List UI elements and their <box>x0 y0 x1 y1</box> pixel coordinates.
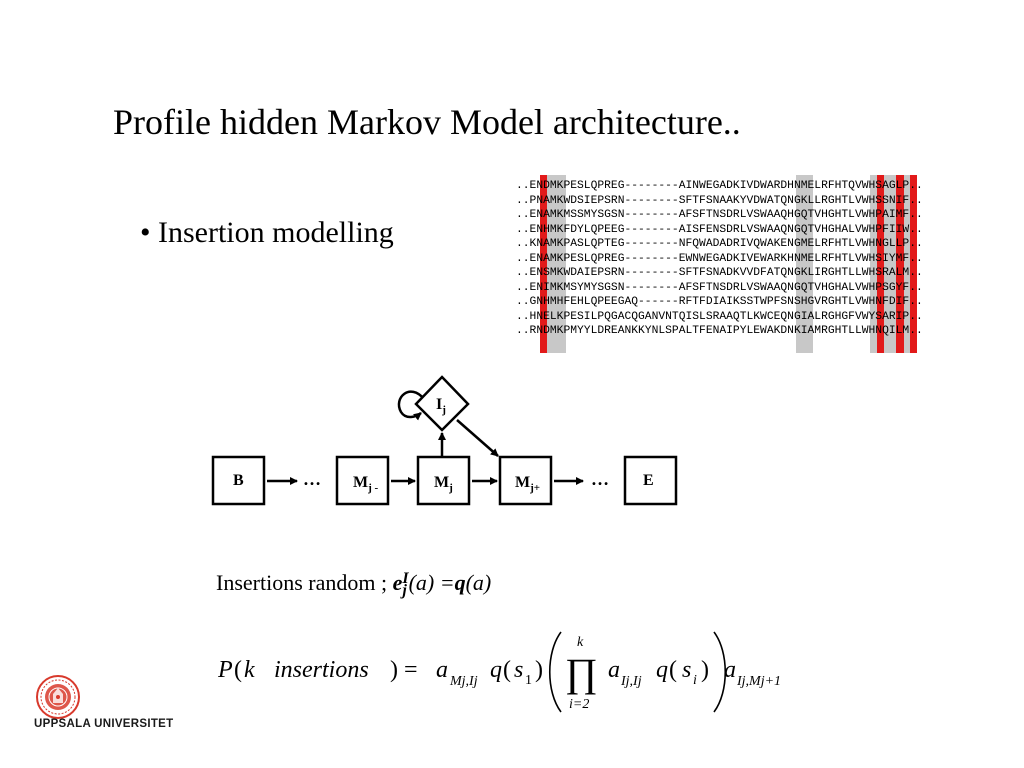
eq-k: k <box>244 657 255 683</box>
eq-a1: a <box>436 657 448 683</box>
alignment-column-highlight <box>896 175 904 353</box>
insert-self-loop-arrow <box>397 390 425 421</box>
alignment-row: ..ENAMKPESLQPREG--------EWNWEGADKIVEWARK… <box>516 252 923 265</box>
bullet-insertion-modelling: • Insertion modelling <box>140 216 394 249</box>
eq-s1-sub: 1 <box>525 673 532 688</box>
alignment-row: ..ENSMKWDAIEPSRN--------SFTFSNADKVVDFATQ… <box>516 267 923 279</box>
eq-s1: s <box>514 657 523 683</box>
equation-prefix: Insertions random ; <box>216 570 388 595</box>
eq-open-paren: ( <box>234 657 242 683</box>
match-state-next-label: Mj+ <box>515 474 540 494</box>
eq-close-equals: ) = <box>390 657 418 683</box>
alignment-row: ..ENDMKPESLQPREG--------AINWEGADKIVDWARD… <box>516 180 923 192</box>
eq-q2-close: ) <box>701 657 709 683</box>
eq-q1: q <box>490 657 502 683</box>
ellipsis-left: … <box>303 469 321 489</box>
eq-q2-open: ( <box>669 657 677 683</box>
begin-state-box <box>211 455 266 506</box>
eq-prod-bottom: i=2 <box>569 697 589 712</box>
alignment-column-highlight <box>870 175 877 353</box>
eq-P: P <box>218 657 233 683</box>
eq-si: s <box>682 657 691 683</box>
university-name: UPPSALA UNIVERSITET <box>34 718 174 730</box>
match-state-box <box>416 455 471 506</box>
eq-si-sub: i <box>693 673 697 688</box>
hmm-architecture-diagram: Ij B Mj - Mj Mj+ E … … <box>211 375 678 506</box>
eq-big-paren-left <box>548 631 562 713</box>
alignment-row: ..RNDMKPMYYLDREANKKYNLSPALTFENAIPYLEWAKD… <box>516 325 923 337</box>
alignment-column-highlight <box>559 175 566 353</box>
eq-q1-close: ) <box>535 657 543 683</box>
background-q-symbol: q <box>454 570 466 595</box>
sequence-alignment: ..ENDMKPESLQPREG--------AINWEGADKIVDWARD… <box>510 175 985 353</box>
eq-a2: a <box>608 657 620 683</box>
end-state-box <box>623 455 678 506</box>
slide-title: Profile hidden Markov Model architecture… <box>113 102 741 142</box>
alignment-column-highlight <box>796 175 813 353</box>
match-state-prev-label: Mj - <box>353 474 379 494</box>
ellipsis-right: … <box>591 469 609 489</box>
alignment-row: ..ENAMKMSSMYSGSN--------AFSFTNSDRLVSWAAQ… <box>516 209 923 221</box>
eq-q2: q <box>656 657 668 683</box>
alignment-row: ..GNHMHFEHLQPEEGAQ------RFTFDIAIKSSTWPFS… <box>516 296 923 308</box>
eq-big-paren-right <box>713 631 727 713</box>
eq-prod-top: k <box>577 635 584 650</box>
eq-a3-sub: Ij,Mj+1 <box>736 674 781 689</box>
alignment-text: ..ENDMKPESLQPREG--------AINWEGADKIVDWARD… <box>510 175 985 339</box>
insertion-probability-equation: P ( k insertions ) = a Mj,Ij q ( s 1 ) k… <box>218 631 781 713</box>
begin-state-label: B <box>233 472 244 489</box>
end-state-label: E <box>643 472 654 489</box>
insert-state-diamond <box>414 375 470 432</box>
eq-a1-sub: Mj,Ij <box>449 674 478 689</box>
eq-q1-open: ( <box>503 657 511 683</box>
alignment-column-highlight <box>910 175 917 353</box>
alignment-column-highlight <box>904 175 910 353</box>
match-state-next-box <box>498 455 553 506</box>
eq-a3: a <box>724 657 736 683</box>
alignment-row: ..KNAMKPASLQPTEG--------NFQWADADRIVQWAKE… <box>516 238 923 250</box>
alignment-row: ..HNELKPESILPQGACQGANVNTQISLSRAAQTLKWCEQ… <box>516 310 923 323</box>
eq-product-symbol: ∏ <box>565 650 598 695</box>
alignment-row: ..PNAMKWDSIEPSRN--------SFTFSNAAKYVDWATQ… <box>516 194 923 207</box>
eq-insertions: insertions <box>274 657 369 683</box>
alignment-row: ..ENHMKFDYLQPEEG--------AISFENSDRLVSWAAQ… <box>516 223 923 236</box>
alignment-column-highlight <box>877 175 884 353</box>
insert-to-next-match-arrow <box>456 419 499 457</box>
alignment-column-highlight <box>884 175 896 353</box>
uppsala-university-seal-logo <box>36 675 80 719</box>
match-state-label: Mj <box>434 474 453 494</box>
insert-state-label: Ij <box>436 396 446 416</box>
alignment-row: ..ENIMKMSYMYSGSN--------AFSFTNSDRLVSWAAQ… <box>516 281 923 294</box>
background-arg: (a) <box>465 570 492 595</box>
match-state-prev-box <box>335 455 390 506</box>
alignment-column-highlight <box>540 175 547 353</box>
alignment-column-highlight <box>547 175 559 353</box>
emission-arg: (a) = <box>408 570 455 595</box>
eq-a2-sub: Ij,Ij <box>620 674 642 689</box>
